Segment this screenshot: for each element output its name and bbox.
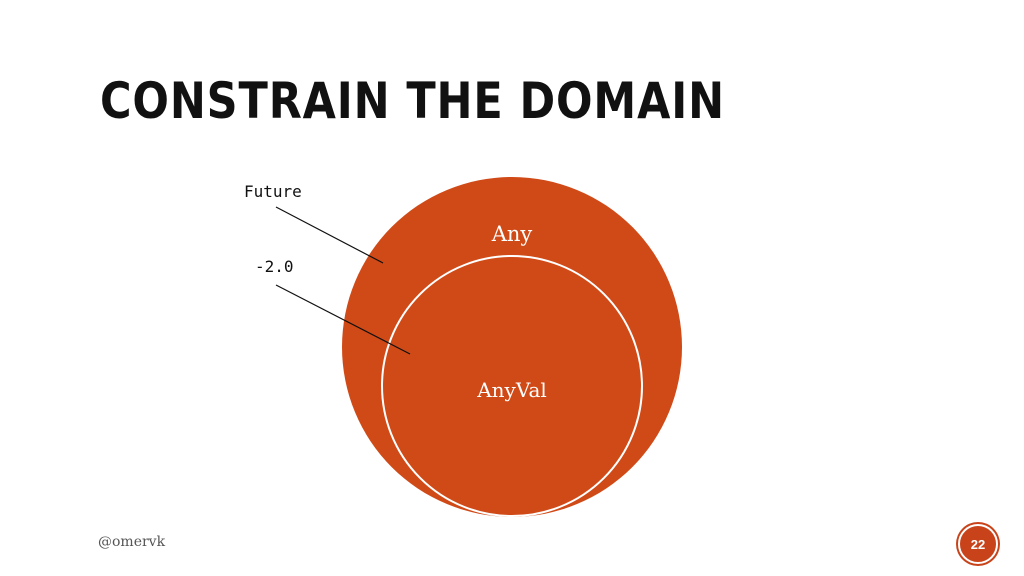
page-number: 22 [970, 536, 986, 552]
slide-title: CONSTRAIN THE DOMAIN [100, 72, 725, 130]
callout-line-future [275, 206, 384, 264]
inner-circle-anyval [381, 255, 643, 517]
callout-label-negative-two: -2.0 [255, 257, 294, 276]
outer-circle-label: Any [491, 222, 533, 246]
page-number-badge: 22 [958, 524, 998, 564]
inner-circle-label: AnyVal [476, 378, 547, 402]
footer-handle: @omervk [98, 534, 166, 550]
callout-line-negative-two [275, 284, 411, 355]
callout-label-future: Future [244, 182, 302, 201]
